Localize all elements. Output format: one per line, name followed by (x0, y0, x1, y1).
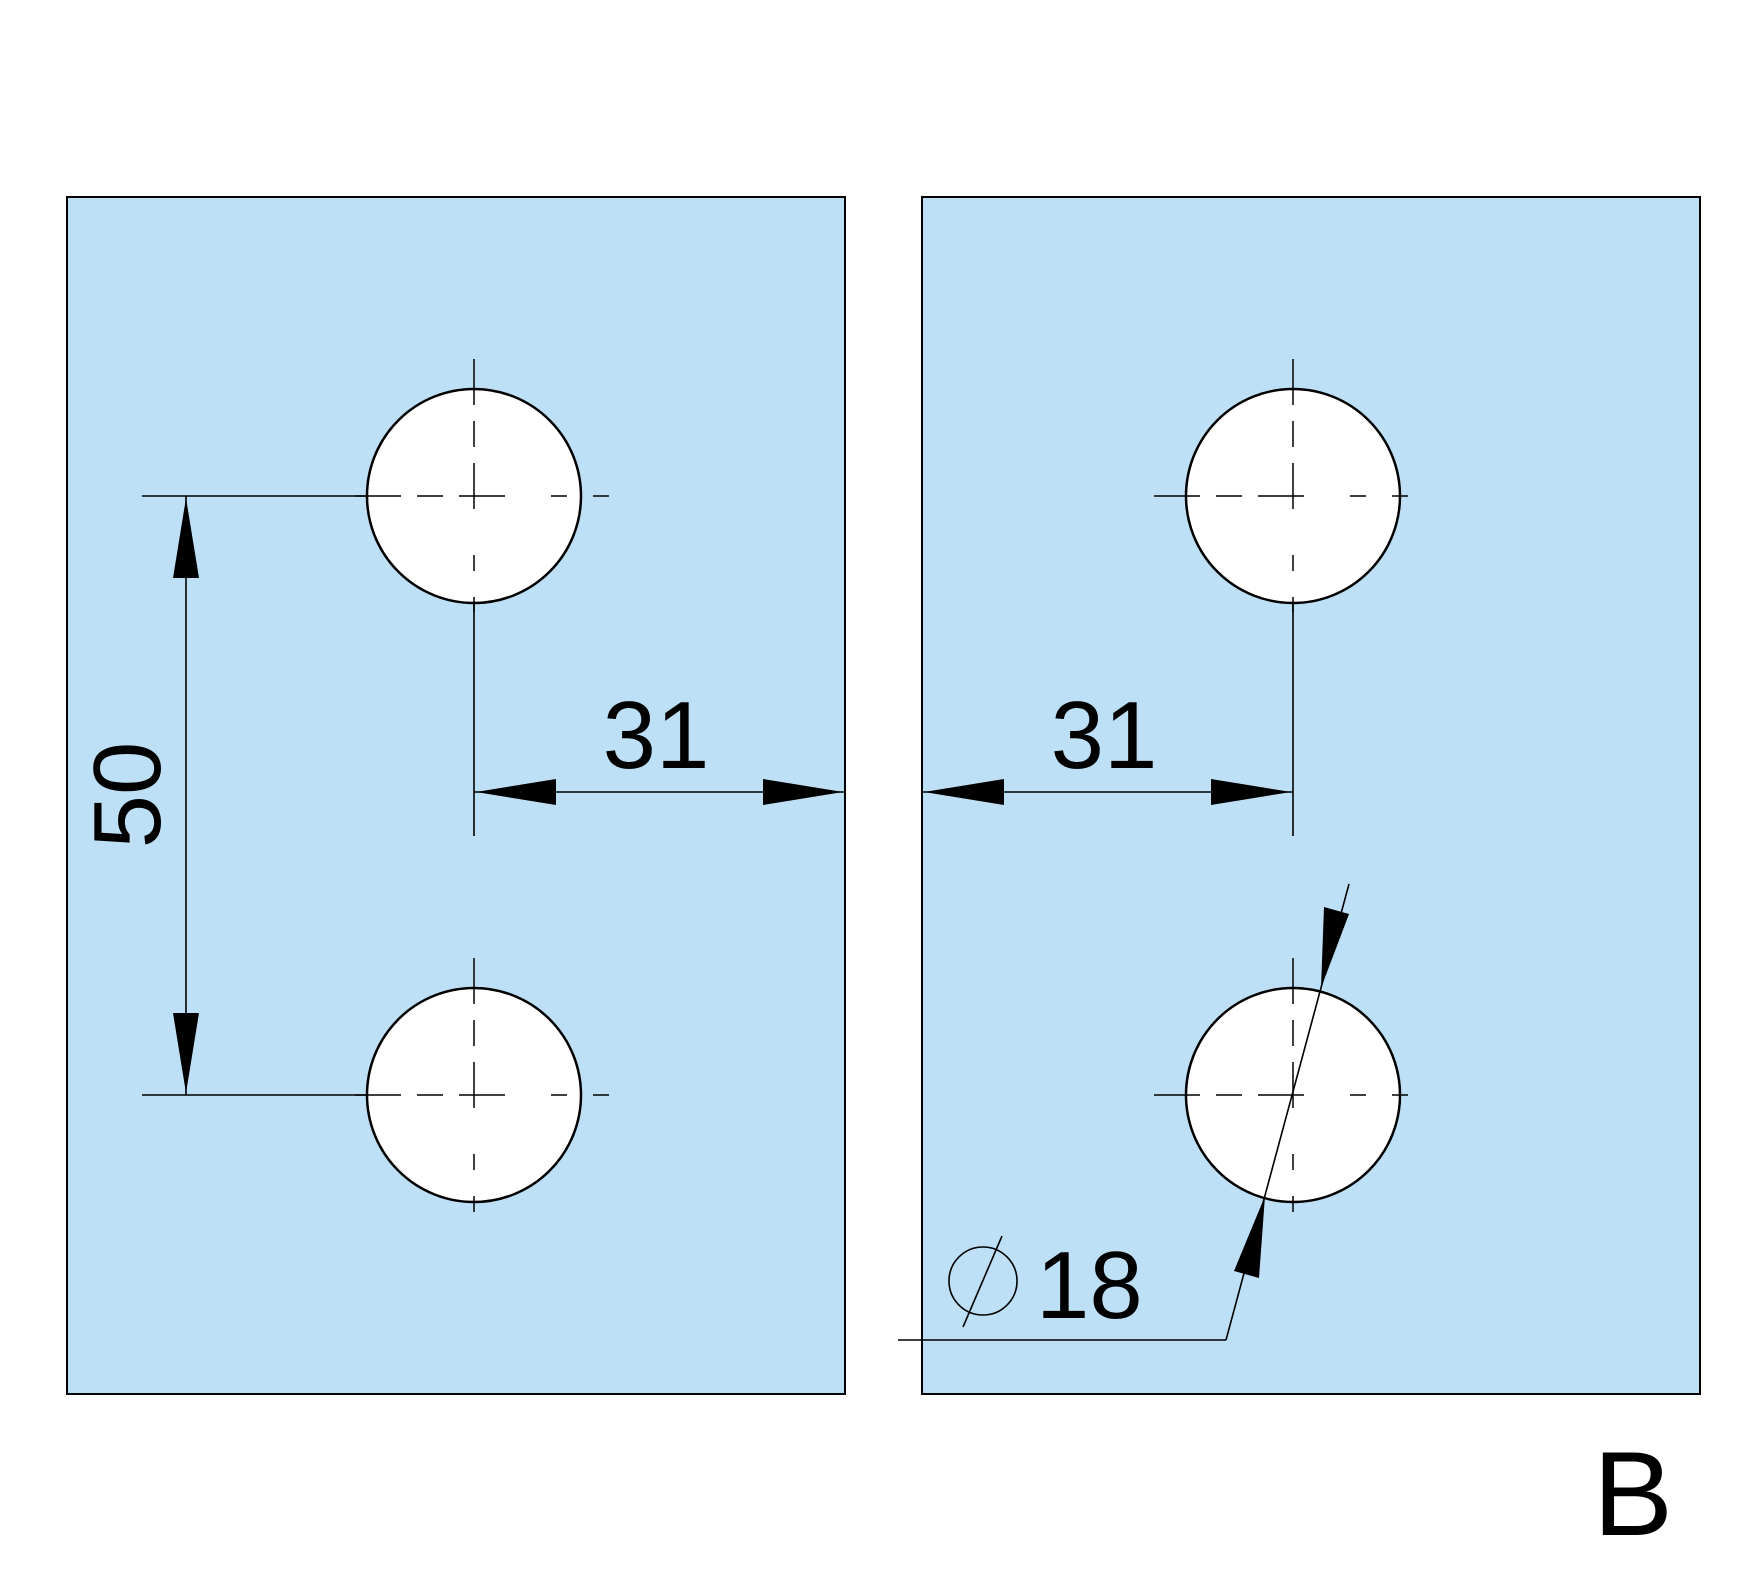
view-label: B (1593, 1427, 1673, 1561)
hole-diameter-dimension: 18 (898, 883, 1350, 1341)
right-bottom-hole-centerlines (1154, 958, 1432, 1232)
right-top-hole-centerlines (1154, 359, 1432, 836)
hole-diameter-label: 18 (1036, 1232, 1143, 1339)
right-edge-distance-dimension: 31 (922, 682, 1293, 805)
arrow-up (173, 498, 199, 578)
left-bottom-hole-centerlines (355, 958, 613, 1232)
left-glass-panel (66, 196, 846, 1395)
diameter-symbol-icon (948, 1235, 1018, 1328)
right-glass-panel (921, 196, 1701, 1395)
arrow-down-diagonal (1321, 907, 1349, 988)
arrow-left (924, 779, 1004, 805)
left-edge-distance-dimension: 31 (474, 682, 845, 805)
arrow-right (1211, 779, 1291, 805)
arrow-down (173, 1013, 199, 1093)
vertical-spacing-dimension: 50 (74, 495, 366, 1096)
arrow-left (476, 779, 556, 805)
left-top-hole-centerlines (355, 359, 613, 836)
arrow-up-diagonal (1234, 1196, 1265, 1278)
vertical-spacing-label: 50 (74, 742, 181, 849)
left-edge-distance-label: 31 (603, 682, 710, 789)
arrow-right (763, 779, 843, 805)
right-edge-distance-label: 31 (1051, 682, 1158, 789)
